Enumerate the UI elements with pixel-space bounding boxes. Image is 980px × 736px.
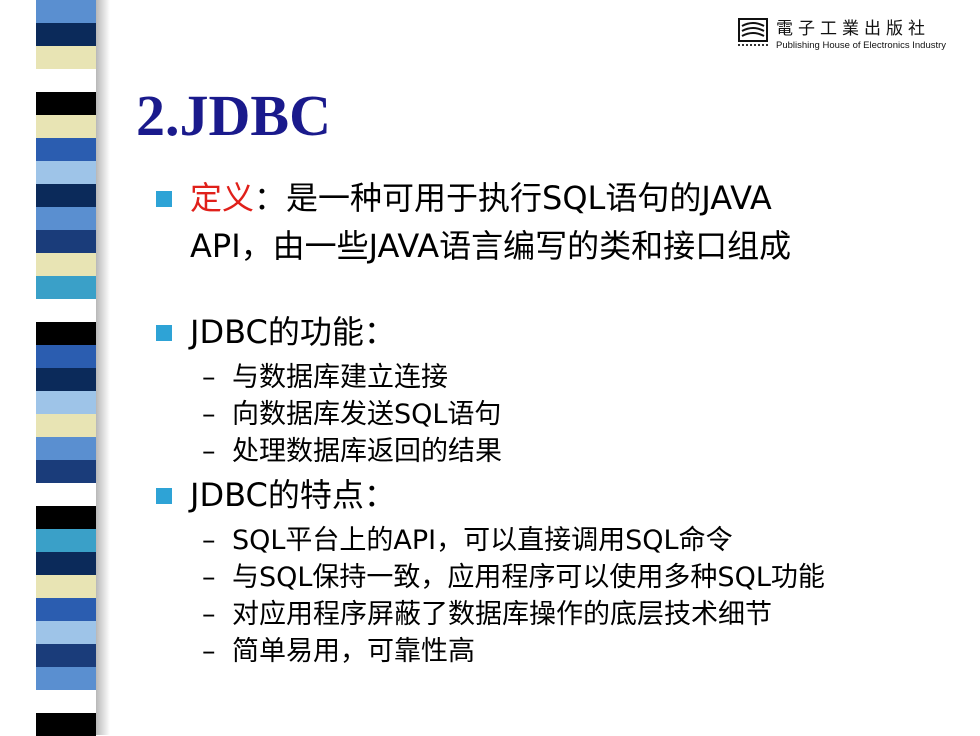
stripe-segment [36,0,96,24]
dash-icon: – [202,525,216,556]
stripe-segment [36,91,96,116]
characteristic-item: SQL平台上的API，可以直接调用SQL命令 [232,525,733,556]
stripe-segment [36,712,96,736]
stripe-segment [36,160,96,185]
characteristic-item: 与SQL保持一致，应用程序可以使用多种SQL功能 [232,562,825,593]
stripe-segment [36,666,96,690]
stripe-segment [36,229,96,254]
definition-text-1: 是一种可用于执行SQL语句的JAVA [286,179,772,217]
function-item: 与数据库建立连接 [232,362,448,393]
stripe-segment [36,505,96,529]
stripe-segment [36,528,96,552]
stripe-segment [36,45,96,70]
definition-line-2: API，由一些JAVA语言编写的类和接口组成 [190,227,792,265]
functions-heading: JDBC的功能： [190,313,396,351]
stripe-segment [36,206,96,231]
bullet-square-icon [156,325,172,341]
stripe-segment [36,22,96,47]
stripe-segment [36,252,96,277]
stripe-segment [36,298,96,323]
publisher-name-english: Publishing House of Electronics Industry [776,40,947,51]
stripe-segment [36,390,96,414]
bullet-square-icon [156,191,172,207]
dash-icon: – [202,599,216,630]
publisher-emblem-icon [738,18,768,42]
definition-label: 定义 [190,179,255,217]
slide-title: 2.JDBC [136,83,331,148]
publisher-logo: 電子工業出版社 Publishing House of Electronics … [738,14,968,54]
stripe-segment [36,436,96,460]
dash-icon: – [202,436,216,467]
stripe-segment [36,275,96,300]
characteristics-heading: JDBC的特点： [190,476,396,514]
stripe-segment [36,643,96,667]
stripe-segment [36,183,96,208]
publisher-name-chinese: 電子工業出版社 [776,19,930,39]
emblem-underline [738,44,768,50]
stripe-segment [36,114,96,139]
stripe-segment [36,459,96,483]
stripe-segment [36,68,96,93]
bullet-square-icon [156,488,172,504]
stripe-segment [36,620,96,644]
dash-icon: – [202,636,216,667]
definition-line-1: 定义：是一种可用于执行SQL语句的JAVA [190,178,772,218]
stripe-segment [36,574,96,598]
characteristic-item: 对应用程序屏蔽了数据库操作的底层技术细节 [232,599,772,630]
decorative-stripe-bar [0,0,110,736]
stripe-segment [36,413,96,437]
stripe-segment [36,597,96,621]
dash-icon: – [202,562,216,593]
dash-icon: – [202,399,216,430]
stripe-shadow [96,0,110,735]
stripe-segment [36,137,96,162]
stripe-segment [36,367,96,391]
stripe-segment [36,321,96,346]
dash-icon: – [202,362,216,393]
function-item: 处理数据库返回的结果 [232,436,502,467]
stripe-segment [36,482,96,506]
stripe-segment [36,344,96,368]
definition-colon: ： [254,179,287,217]
characteristic-item: 简单易用，可靠性高 [232,636,475,667]
stripe-segment [36,551,96,575]
stripe-segment [36,689,96,713]
function-item: 向数据库发送SQL语句 [232,399,502,430]
